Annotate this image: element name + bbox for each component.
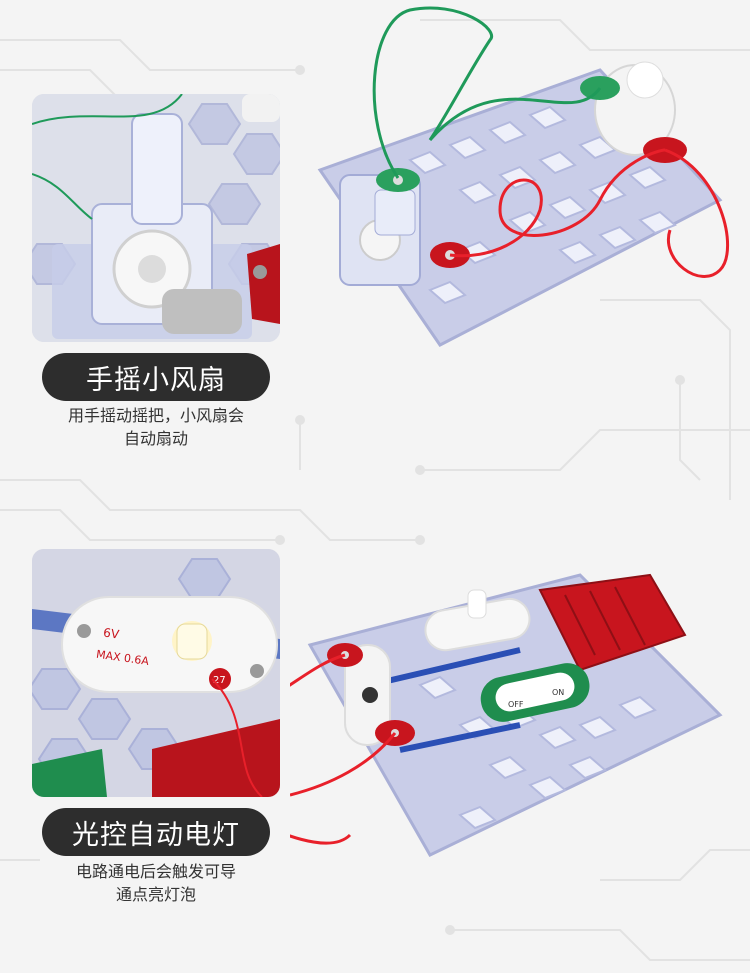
fan-closeup-photo	[32, 94, 280, 342]
section-title-label: 手摇小风扇	[42, 353, 270, 401]
section-description: 电路通电后会触发可导 通点亮灯泡	[32, 860, 280, 906]
switch-off-label: OFF	[508, 700, 524, 709]
description-line: 电路通电后会触发可导	[75, 862, 236, 881]
fan-circuit-board-photo	[300, 0, 750, 360]
lamp-closeup-photo: 6V MAX 0.6A 27	[32, 549, 280, 797]
switch-on-label: ON	[552, 688, 564, 697]
part-number-label: 27	[213, 675, 226, 686]
description-line: 用手摇动摇把，小风扇会	[67, 406, 244, 425]
description-line: 自动扇动	[123, 429, 188, 448]
description-line: 通点亮灯泡	[115, 885, 196, 904]
voltage-label: 6V	[102, 626, 120, 642]
lamp-circuit-board-photo: OFF ON	[290, 555, 730, 885]
section-description: 用手摇动摇把，小风扇会 自动扇动	[32, 404, 280, 450]
section-title-label: 光控自动电灯	[42, 808, 270, 856]
